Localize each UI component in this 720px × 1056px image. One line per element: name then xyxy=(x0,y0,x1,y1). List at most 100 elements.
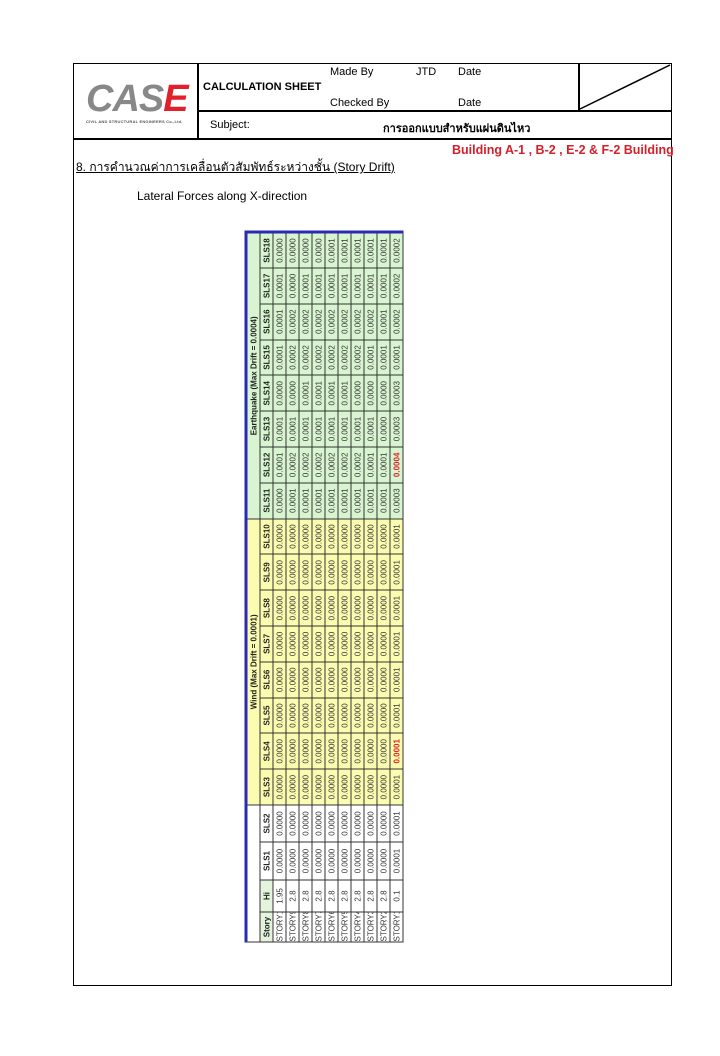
table-cell: 0.0001 xyxy=(364,339,377,376)
table-cell: 0.0000 xyxy=(299,590,312,627)
table-cell: 0.0000 xyxy=(338,842,351,880)
table-cell: STORY4 xyxy=(351,912,364,942)
table-cell: 0.0000 xyxy=(351,733,364,770)
table-cell: 0.0000 xyxy=(273,805,286,842)
table-cell: 0.0003 xyxy=(390,482,403,519)
table-cell: 0.0001 xyxy=(299,267,312,304)
table-cell: 0.0001 xyxy=(338,375,351,412)
table-cell: 0.0000 xyxy=(364,375,377,412)
table-cell: 0.0000 xyxy=(273,518,286,555)
table-cell: 0.0001 xyxy=(273,446,286,483)
table-cell: 0.0001 xyxy=(364,232,377,268)
column-header: SLS2 xyxy=(260,805,273,842)
table-cell: 0.0001 xyxy=(273,339,286,376)
table-cell: 0.0002 xyxy=(390,303,403,340)
table-cell: 0.0001 xyxy=(325,232,338,268)
table-cell: 0.0000 xyxy=(325,590,338,627)
table-cell: 0.0000 xyxy=(338,590,351,627)
table-cell: STORY2 xyxy=(377,912,390,942)
table-cell: 0.0000 xyxy=(364,661,377,698)
table-cell: 0.0000 xyxy=(273,697,286,734)
table-cell: 0.0001 xyxy=(377,303,390,340)
table-cell: 0.0001 xyxy=(364,411,377,447)
subject-label: Subject: xyxy=(210,119,250,131)
table-cell: 0.0000 xyxy=(286,697,299,734)
table-cell: 0.0000 xyxy=(364,733,377,770)
table-cell: 0.0002 xyxy=(390,232,403,268)
table-cell: 0.0001 xyxy=(325,267,338,304)
company-logo: CASE xyxy=(86,78,189,120)
table-cell: 0.0001 xyxy=(299,411,312,447)
table-cell: 0.0001 xyxy=(286,411,299,447)
table-cell: 0.0000 xyxy=(299,626,312,662)
column-header: SLS8 xyxy=(260,590,273,627)
table-cell: 0.0001 xyxy=(390,518,403,555)
column-header: SLS9 xyxy=(260,554,273,591)
group-header-row: Wind (Max Drift = 0.0001)Earthquake (Max… xyxy=(246,232,260,942)
table-cell: 0.0001 xyxy=(390,769,403,805)
table-cell: 0.0000 xyxy=(273,733,286,770)
table-cell: 0.0000 xyxy=(364,554,377,591)
sheet-frame xyxy=(73,63,672,986)
table-cell: 0.0000 xyxy=(351,769,364,805)
table-cell: 0.0000 xyxy=(338,805,351,842)
table-cell: 0.0000 xyxy=(286,375,299,412)
table-cell: 0.0000 xyxy=(325,626,338,662)
column-header: SLS14 xyxy=(260,375,273,412)
table-cell: 0.0000 xyxy=(312,518,325,555)
table-cell: 0.0000 xyxy=(377,842,390,880)
table-cell: 0.0001 xyxy=(351,267,364,304)
table-cell: 0.0000 xyxy=(312,626,325,662)
table-cell: STORY1 xyxy=(390,912,403,942)
table-cell: 0.0002 xyxy=(286,446,299,483)
column-header: SLS1 xyxy=(260,842,273,880)
table-cell: 0.0002 xyxy=(364,303,377,340)
table-cell: 0.0002 xyxy=(325,303,338,340)
table-cell: 0.0001 xyxy=(377,446,390,483)
table-cell: 0.0000 xyxy=(325,769,338,805)
column-header: SLS11 xyxy=(260,482,273,519)
table-cell: 0.0002 xyxy=(312,446,325,483)
table-cell: 2.8 xyxy=(364,880,377,912)
table-cell: 0.0001 xyxy=(273,267,286,304)
table-cell: 0.0000 xyxy=(312,697,325,734)
column-header: SLS10 xyxy=(260,518,273,555)
table-cell: 0.0000 xyxy=(273,482,286,519)
table-cell: 0.0000 xyxy=(286,590,299,627)
table-cell: 0.0000 xyxy=(312,842,325,880)
table-cell: 0.0002 xyxy=(351,303,364,340)
table-cell: 0.0000 xyxy=(377,411,390,447)
table-cell: 0.0001 xyxy=(390,805,403,842)
table-cell: 0.0000 xyxy=(312,554,325,591)
table-cell: 0.0000 xyxy=(351,554,364,591)
table-cell: 0.0001 xyxy=(364,267,377,304)
table-cell: 0.0001 xyxy=(364,446,377,483)
table-cell: 0.0000 xyxy=(312,590,325,627)
subject-value: การออกแบบสำหรับแผ่นดินไหว xyxy=(383,123,531,135)
table-cell: 0.0000 xyxy=(351,626,364,662)
divider xyxy=(578,63,580,111)
table-cell: 0.0000 xyxy=(286,626,299,662)
made-by-value: JTD xyxy=(416,66,437,78)
table-cell: 0.0000 xyxy=(299,805,312,842)
table-cell: 0.0000 xyxy=(299,697,312,734)
table-cell: STORY8 xyxy=(299,912,312,942)
column-header: Hi xyxy=(260,880,273,912)
table-cell: 0.0004 xyxy=(390,446,403,483)
table-cell: 0.0000 xyxy=(338,518,351,555)
table-cell: 0.0001 xyxy=(299,482,312,519)
table-cell: 0.0001 xyxy=(390,339,403,376)
table-cell: 0.0001 xyxy=(390,697,403,734)
table-cell: 0.0000 xyxy=(377,518,390,555)
table-cell: 0.0000 xyxy=(325,805,338,842)
table-cell: 0.0000 xyxy=(377,805,390,842)
table-cell: 0.0001 xyxy=(390,590,403,627)
logo-subtitle: CIVIL AND STRUCTURAL ENGINEERS Co.,Ltd. xyxy=(86,119,183,124)
table-cell: 0.0001 xyxy=(312,411,325,447)
table-cell: 0.0001 xyxy=(273,411,286,447)
divider xyxy=(73,138,672,140)
